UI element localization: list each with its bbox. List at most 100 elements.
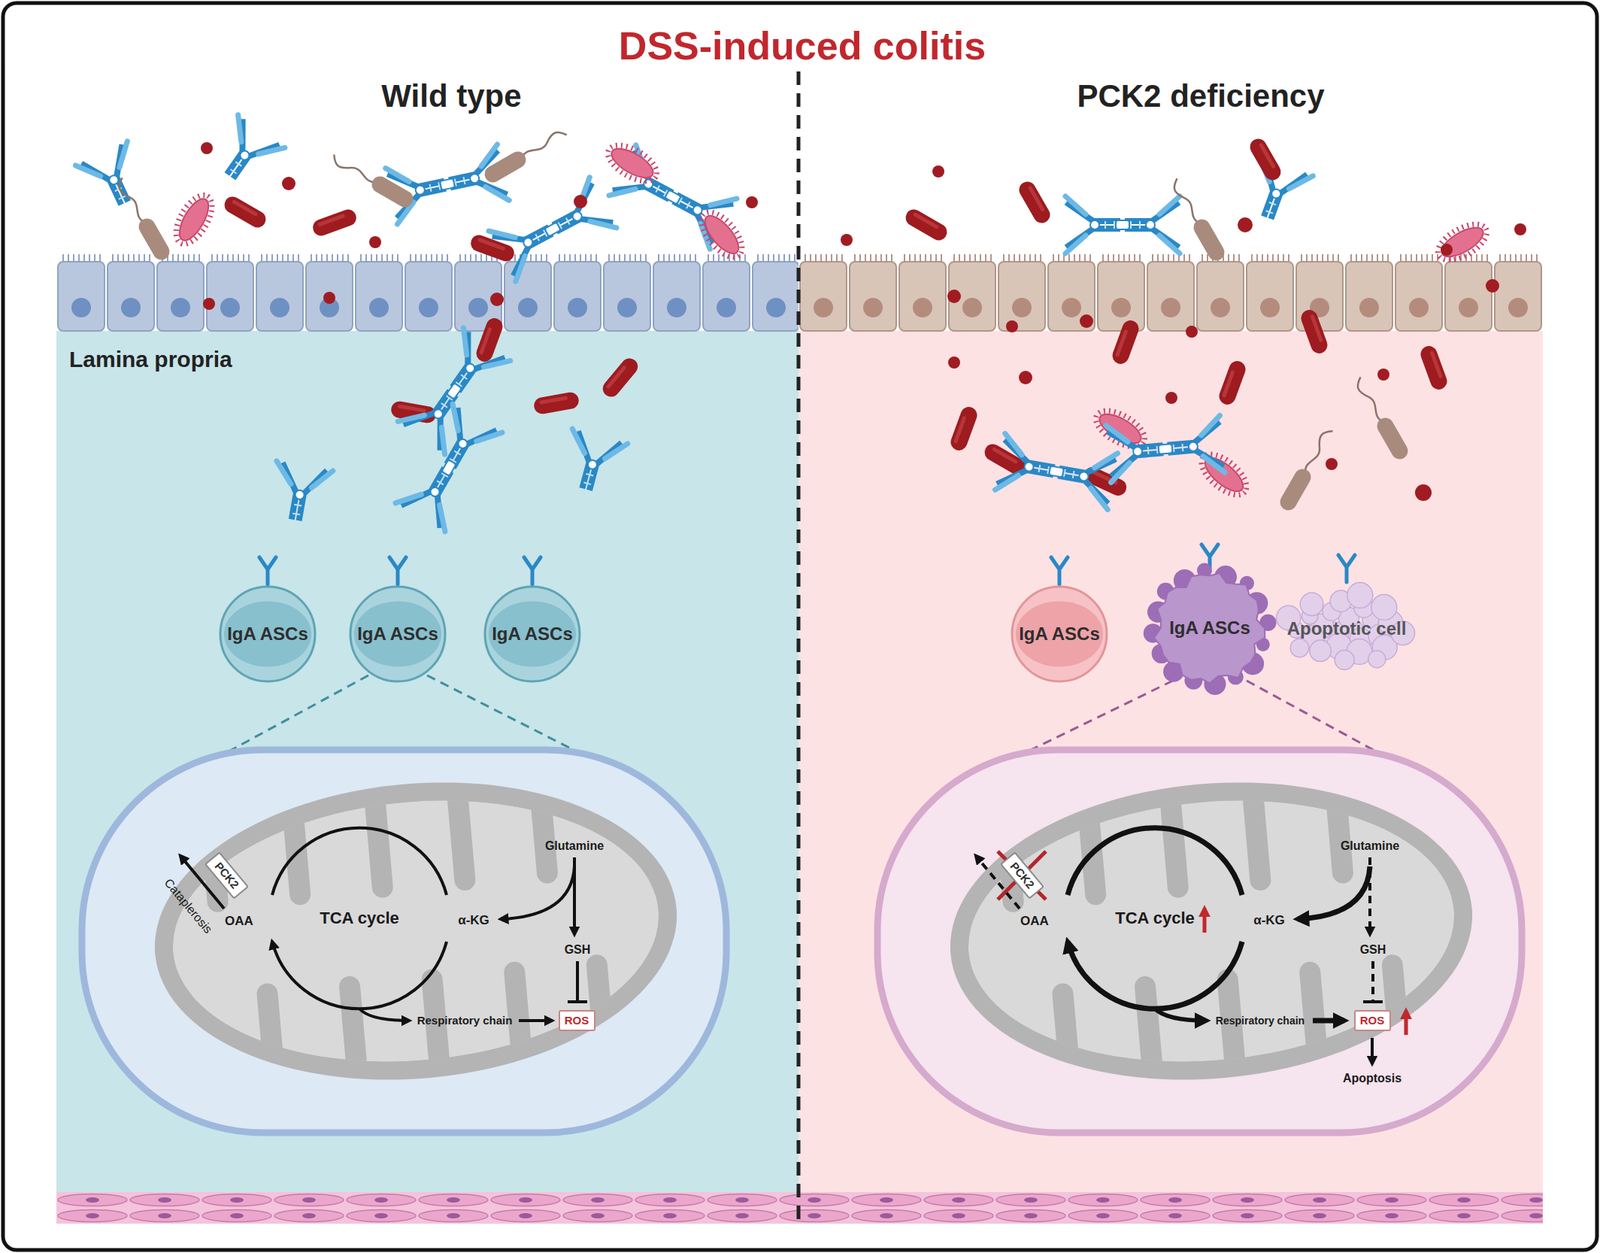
bacterium (1015, 178, 1053, 227)
ros-label: ROS (1360, 1013, 1385, 1028)
bacterium (599, 354, 641, 400)
lamina-ground (798, 330, 1543, 1192)
nucleus (224, 600, 312, 667)
dying-cell: IgA ASCs (1151, 569, 1269, 687)
mitochondrion (142, 759, 691, 1113)
cell-body (350, 586, 446, 682)
ros-box: ROS (558, 1009, 596, 1031)
pathway-label: TCA cycle (319, 908, 400, 928)
pathway-arrows (180, 827, 588, 1021)
iga-dimer (395, 403, 503, 532)
cell-fragment (1309, 639, 1331, 661)
divider (796, 71, 801, 1225)
bacterium (1246, 136, 1284, 184)
flagellated-bacterium (328, 149, 417, 210)
enzyme-box: PCK2 (999, 851, 1044, 899)
pathway-arrows (975, 827, 1383, 1064)
ros-box: ROS (1354, 1009, 1391, 1031)
antibody (206, 115, 285, 193)
pathway-label: Glutamine (1340, 838, 1400, 853)
pathway-label: Respiratory chain (417, 1013, 513, 1028)
antibody (75, 141, 151, 216)
cell-fragment (1346, 581, 1373, 608)
cell-body (220, 586, 316, 682)
cell-outline (81, 749, 727, 1133)
iga-dimer (385, 144, 510, 225)
panel-heading: Wild type (56, 77, 799, 116)
bacteria-dots (200, 142, 758, 310)
epithelium (798, 251, 1543, 332)
condition-panel: PCK2 deficiencyIgA ASCsIgA ASCsApoptotic… (798, 71, 1543, 1223)
pathway-label: TCA cycle (1115, 908, 1195, 928)
bacterium (1216, 358, 1248, 407)
bacterium (1109, 318, 1141, 367)
cell-body (1012, 586, 1107, 682)
flagellated-bacterium (481, 124, 570, 185)
panel-heading: PCK2 deficiency (798, 77, 1543, 116)
iga-dimer (488, 177, 617, 282)
bacterium (468, 232, 517, 264)
enzyme-label: PCK2 (1006, 859, 1037, 891)
pathway-label: GSH (564, 942, 591, 957)
cell-label: IgA ASCs (1169, 617, 1251, 640)
bacteria-dots (840, 165, 1527, 501)
spiky-bacterium (693, 205, 750, 264)
receptor (389, 557, 407, 585)
plasma-cell: IgA ASCs (482, 584, 582, 684)
bacterium (1418, 343, 1449, 392)
cell-label: Apoptotic cell (1287, 618, 1407, 640)
bacterium (948, 404, 979, 453)
enzyme-label: PCK2 (211, 859, 242, 891)
bacterium (533, 390, 581, 416)
region-label: Lamina propria (69, 345, 233, 373)
flagellated-bacterium (1166, 175, 1228, 264)
bacterium (310, 206, 359, 238)
nucleus (488, 600, 576, 667)
nucleus (1015, 600, 1104, 667)
bacterium (1298, 307, 1330, 356)
cell-fragment (1334, 650, 1355, 670)
pathway-label: GSH (1360, 942, 1387, 957)
spiky-bacterium (1432, 216, 1493, 267)
increase-arrow (1203, 908, 1207, 933)
pathway-label: Respiratory chain (1215, 1014, 1305, 1028)
cell-fragment (1367, 650, 1385, 668)
spiky-bacterium (602, 137, 663, 188)
iga-dimer (995, 433, 1119, 510)
cell-fragment (1370, 594, 1397, 621)
cell-label: IgA ASCs (227, 623, 309, 646)
plasma-cell: IgA ASCs (218, 584, 318, 684)
pathway-label: OAA (224, 913, 254, 929)
tissue-region: Lamina propriaIgA ASCs IgA ASCs IgA ASCsPC… (56, 330, 799, 1192)
cell-fragment (1300, 592, 1324, 616)
iga-dimer (1065, 196, 1180, 254)
epithelium (56, 251, 799, 332)
frame (3, 3, 1597, 1250)
flagellated-bacterium (1350, 374, 1411, 463)
pathway-label: Glutamine (545, 838, 604, 853)
cell-body (1154, 572, 1266, 683)
cell-outline (877, 749, 1522, 1133)
flagellated-bacterium (112, 175, 173, 264)
plasma-cell: IgA ASCs (348, 584, 448, 684)
lamina-ground (56, 330, 799, 1192)
bacterium (903, 206, 951, 243)
cross-mark (997, 851, 1046, 900)
antibody (557, 428, 628, 497)
pathway-label: OAA (1020, 913, 1049, 929)
pathway-label: α-KG (1253, 912, 1285, 928)
figure-title: DSS-induced colitis (618, 22, 986, 70)
antibody (266, 460, 334, 525)
spiky-bacterium (168, 189, 219, 250)
receptor (1338, 554, 1355, 582)
pathway-label: α-KG (457, 912, 490, 928)
mitochondrion (937, 759, 1486, 1113)
pathway-label: Apoptosis (1342, 1070, 1402, 1085)
ros-label: ROS (564, 1013, 590, 1028)
cell-label: IgA ASCs (491, 623, 573, 646)
cell-fragment (1290, 638, 1309, 657)
receptor (1051, 557, 1068, 585)
increase-arrow (1404, 1010, 1409, 1035)
nucleus (354, 600, 442, 667)
